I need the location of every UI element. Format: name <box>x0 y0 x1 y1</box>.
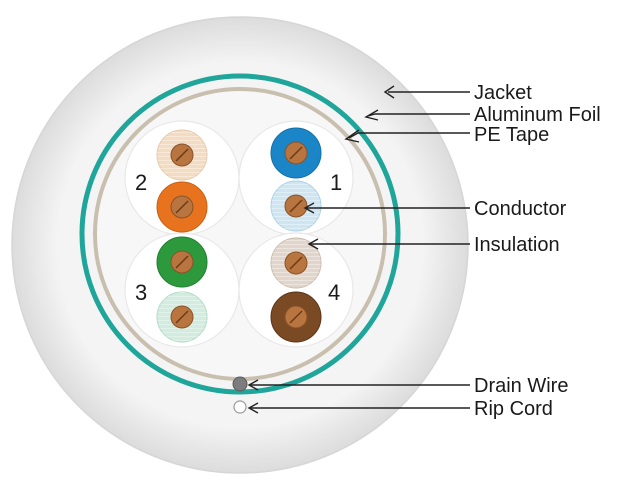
inner-jacket-ring <box>27 32 453 458</box>
wire-brown-white <box>270 237 322 289</box>
leader-lines <box>247 85 470 414</box>
wire-green-white <box>156 291 208 343</box>
pair-number-1: 1 <box>330 170 342 195</box>
rip-cord-dot <box>233 400 247 414</box>
aluminum-foil-ring <box>79 73 401 395</box>
wire-brown <box>270 291 322 343</box>
pair-4-group <box>238 232 354 348</box>
pair-number-4: 4 <box>328 280 340 305</box>
wire-blue <box>270 127 322 179</box>
callout-jacket: Jacket <box>474 82 532 104</box>
wire-orange <box>156 181 208 233</box>
wire-green <box>156 236 208 288</box>
pair-number-2: 2 <box>135 170 147 195</box>
wire-orange-white <box>156 129 208 181</box>
callout-conductor: Conductor <box>474 198 567 220</box>
callout-pe-tape: PE Tape <box>474 124 549 146</box>
wire-blue-white <box>270 180 322 232</box>
callout-rip-cord: Rip Cord <box>474 398 553 420</box>
callout-drain-wire: Drain Wire <box>474 375 568 397</box>
callout-aluminum-foil: Aluminum Foil <box>474 104 601 126</box>
callout-insulation: Insulation <box>474 234 560 256</box>
pair-number-3: 3 <box>135 280 147 305</box>
drain-wire-dot <box>232 376 248 392</box>
pe-tape-ring <box>93 87 387 381</box>
